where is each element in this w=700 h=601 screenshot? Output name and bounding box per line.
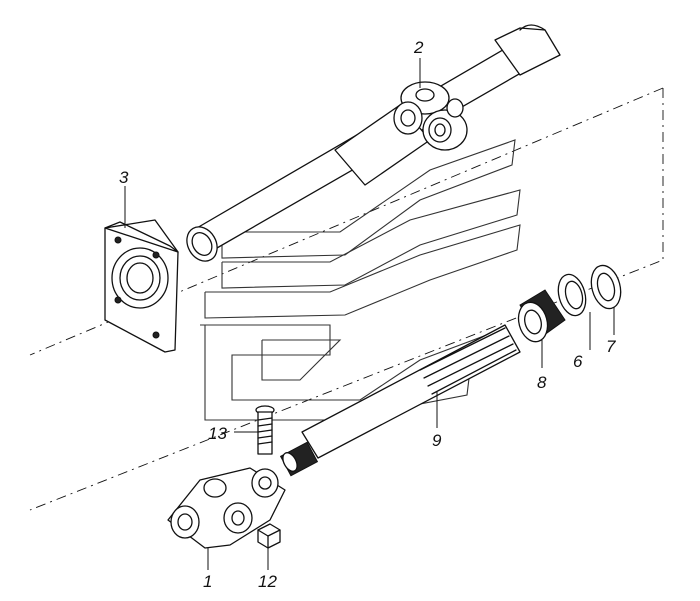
nut (257, 523, 281, 549)
callout-7: 7 (606, 337, 616, 356)
seal-ring (557, 273, 587, 317)
callout-13: 13 (208, 424, 227, 443)
lock-washer (590, 264, 622, 310)
leader-lines (124, 58, 615, 570)
callout-1: 1 (203, 572, 212, 591)
callout-9: 9 (432, 431, 442, 450)
universal-joint (167, 467, 286, 549)
callout-3: 3 (119, 168, 129, 187)
callout-8: 8 (537, 373, 547, 392)
callout-6: 6 (573, 352, 583, 371)
flange-plate (104, 219, 179, 353)
shaft-universal-joint (393, 81, 468, 151)
bushing (517, 289, 566, 343)
watermark-logo (200, 139, 521, 421)
callout-2: 2 (413, 38, 424, 57)
splined-shaft (279, 324, 521, 477)
callout-12: 12 (258, 572, 277, 591)
bolt (255, 405, 275, 455)
